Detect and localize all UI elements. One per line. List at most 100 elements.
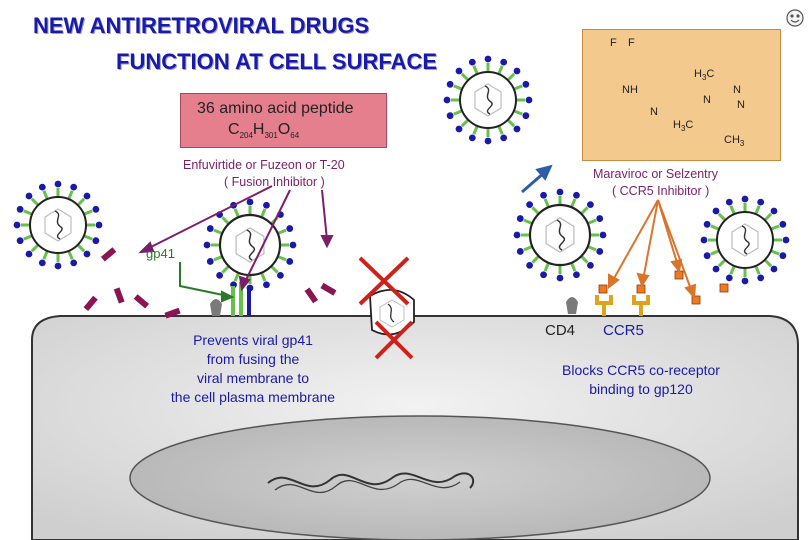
gp120-knob <box>587 262 594 269</box>
chem-f1: F <box>610 37 617 49</box>
arrow-icon <box>608 199 697 300</box>
gp120-knob <box>92 237 100 245</box>
gp120-knob <box>286 258 294 265</box>
virus-icon <box>700 195 790 285</box>
title-line-1: NEW ANTIRETROVIRAL DRUGS <box>33 13 370 38</box>
chem-h3c-top: H3C <box>694 68 715 83</box>
gp120-knob <box>446 80 454 88</box>
gp120-knob <box>468 134 476 142</box>
gp41-spike <box>76 197 86 207</box>
gp41-spike <box>30 197 40 207</box>
gp120-knob <box>468 58 476 66</box>
gp41-spike <box>453 109 463 116</box>
gp41-spike <box>260 272 267 282</box>
gp120-knob <box>263 201 270 209</box>
gp41-spike <box>23 234 33 241</box>
gp41-spike <box>580 255 589 264</box>
gp41-spike <box>710 224 720 231</box>
maraviroc-label: Maraviroc or Selzentry <box>593 167 719 181</box>
peptide-formula: C204H301O64 <box>228 121 300 141</box>
chem-nh: NH <box>622 84 638 96</box>
virus-icon <box>513 188 607 282</box>
virus-core <box>29 196 87 254</box>
gp41-spike <box>453 84 463 91</box>
gp120-knob <box>540 271 547 279</box>
gp120-knob <box>484 137 492 145</box>
gp41-spike <box>270 265 279 274</box>
gp41-fragments <box>83 247 337 319</box>
virus-core <box>218 213 282 277</box>
gp120-knob <box>263 281 270 289</box>
gp41-spike <box>710 249 720 256</box>
gp41-spike <box>460 72 470 82</box>
gp120-knob <box>289 241 297 249</box>
gp41-spike <box>460 118 470 128</box>
gp120-knob <box>526 201 533 208</box>
gp120-knob <box>770 265 778 273</box>
fragment <box>83 295 98 312</box>
gp41-spike <box>770 249 780 256</box>
gp120-knob <box>725 274 733 282</box>
gp120-knob <box>500 134 508 142</box>
gp120-knob <box>526 262 533 269</box>
gp120-knob <box>741 195 749 203</box>
virus-core <box>528 203 592 267</box>
virus-core <box>459 71 517 129</box>
gp120-knob <box>95 221 103 229</box>
gp41-spike <box>213 228 223 235</box>
gp120-knob <box>54 262 62 270</box>
gp41-spike <box>763 212 773 222</box>
gp41-spike <box>221 216 230 225</box>
dna-strand <box>267 472 475 489</box>
gp120-knob <box>782 236 790 244</box>
right-caption-line: Blocks CCR5 co-receptor <box>562 362 720 378</box>
virus-core <box>716 211 774 269</box>
gp41-spike <box>587 245 597 252</box>
gp120-knob <box>573 271 580 279</box>
gp120-knob <box>500 58 508 66</box>
gp41-spike <box>523 245 533 252</box>
gp120-knob <box>757 274 765 282</box>
gp41-spike <box>729 265 736 275</box>
gp41-spike <box>497 65 504 75</box>
gp41-spike <box>531 206 540 215</box>
gp41-spike <box>506 72 516 82</box>
left-caption-line: viral membrane to <box>196 370 310 386</box>
fragment <box>164 307 181 319</box>
enfuvirtide-label: Enfuvirtide or Fuzeon or T-20 <box>183 158 345 172</box>
arrow-icon <box>521 164 553 194</box>
gp120-knob <box>484 55 492 63</box>
gp41-spike <box>570 198 577 208</box>
gp120-knob <box>83 192 91 200</box>
gp41-spike <box>233 272 240 282</box>
ccr5-receptors <box>595 295 650 316</box>
gp120-knob <box>596 215 604 222</box>
gp120-knob <box>522 80 530 88</box>
gp120-knob <box>70 259 78 267</box>
gp120-knob <box>25 250 33 258</box>
gp41-spike <box>76 243 86 253</box>
gp120-knob <box>206 258 214 265</box>
gp120-knob <box>703 252 711 260</box>
left-caption-line: Prevents viral gp41 <box>193 332 313 348</box>
gp120-knob <box>83 250 91 258</box>
gp41-spike <box>580 206 589 215</box>
maraviroc-molecules <box>598 270 729 305</box>
gp41-spike <box>770 224 780 231</box>
gp41-spike <box>30 243 40 253</box>
gp41-spike <box>513 84 523 91</box>
gp120-knob <box>446 112 454 120</box>
gp41-spike <box>543 262 550 272</box>
gp41-spike <box>42 190 49 200</box>
gp120-knob <box>725 198 733 206</box>
gp41-spike <box>717 258 727 268</box>
gp120-knob <box>599 231 607 239</box>
gp41-spike <box>260 208 267 218</box>
gp120-knob <box>16 205 24 213</box>
gp120-knob <box>203 241 211 249</box>
virus-icon <box>443 55 533 145</box>
fragment <box>100 247 117 262</box>
gp41-spike <box>531 255 540 264</box>
chem-f2: F <box>628 37 635 49</box>
